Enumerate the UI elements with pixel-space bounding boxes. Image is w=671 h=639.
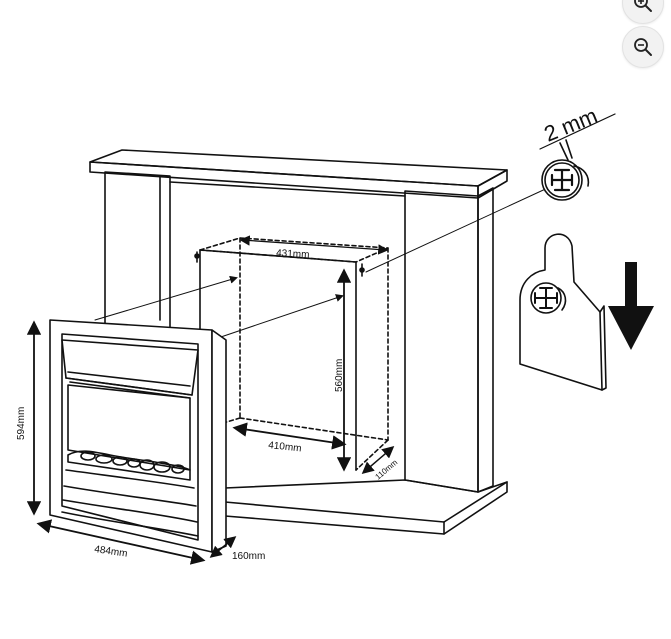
mantel-top <box>89 149 508 187</box>
fireplace-opening <box>199 237 389 471</box>
fire-width-label: 484mm <box>94 544 129 560</box>
downward-arrow-icon <box>608 262 654 350</box>
fire-height-label: 594mm <box>16 407 27 440</box>
fire-depth-label: 160mm <box>232 551 265 562</box>
hearth <box>224 479 508 535</box>
opening-inner-width-label: 410mm <box>268 440 302 454</box>
bracket-detail <box>519 233 607 391</box>
surround-right-leg <box>404 190 479 493</box>
opening-front-frame <box>199 249 357 471</box>
electric-fire <box>49 319 227 553</box>
opening-height-label: 560mm <box>334 359 345 392</box>
zoom-in-icon <box>634 0 652 12</box>
screw-size-label: 2 mm <box>541 103 601 147</box>
zoom-out-button[interactable] <box>622 26 664 68</box>
screw-detail <box>539 113 616 201</box>
opening-width-label: 431mm <box>276 248 310 261</box>
fire-surround <box>89 149 508 535</box>
zoom-out-icon <box>634 38 652 56</box>
